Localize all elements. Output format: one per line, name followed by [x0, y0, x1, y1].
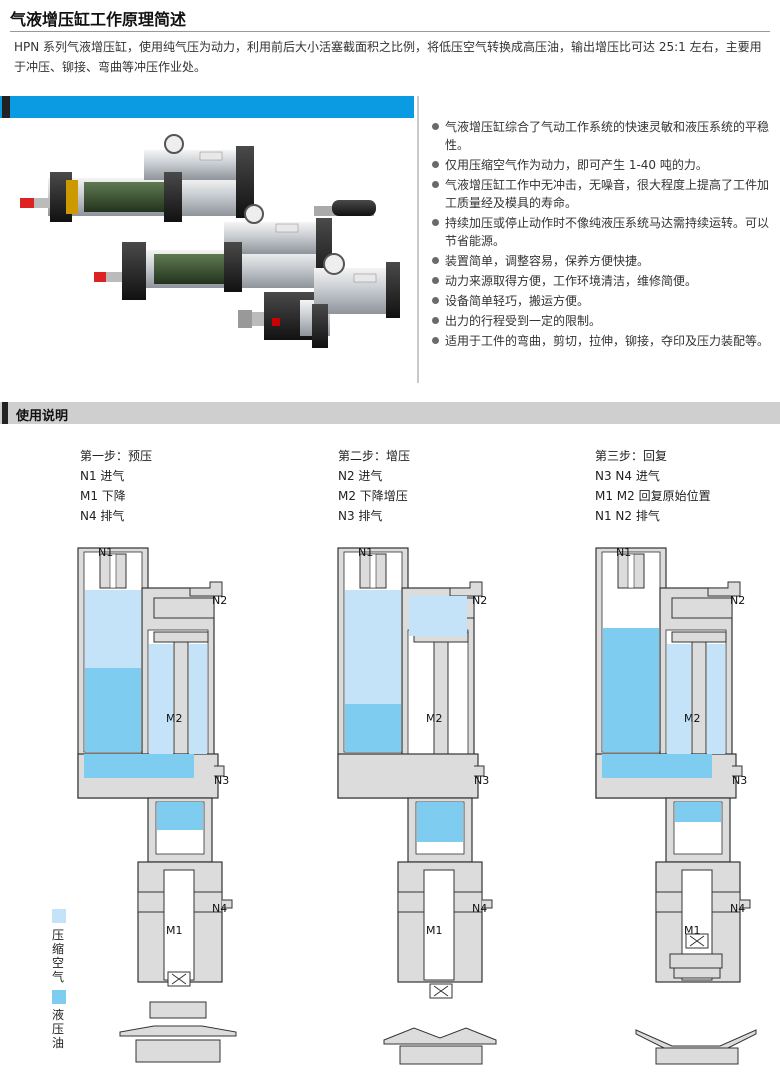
feature-text: 装置简单，调整容易，保养方便快捷。 [445, 254, 650, 268]
feature-item: 气液增压缸工作中无冲击，无噪音，很大程度上提高了工件加工质量经及模具的寿命。 [432, 176, 772, 212]
page-title: 气液增压缸工作原理简述 [10, 10, 187, 29]
feature-item: 动力来源取得方便，工作环境清洁，维修简便。 [432, 272, 772, 290]
feature-item: 装置简单，调整容易，保养方便快捷。 [432, 252, 772, 270]
step-1-title: 第一步：预压 [80, 449, 153, 463]
diagram-step-3: N1 N2 M2 N3 N4 M1 [595, 546, 757, 1065]
section-title: 使用说明 [16, 409, 69, 424]
port-label-m1: M1 [166, 924, 183, 937]
port-label-n4: N4 [472, 902, 487, 915]
feature-item: 设备简单轻巧，搬运方便。 [432, 292, 772, 310]
air-zone-reservoir [85, 590, 141, 668]
bullet-icon [432, 257, 439, 264]
legend-label-oil: 液压油 [52, 1008, 65, 1050]
step-3-line-3: N1 N2 排气 [595, 509, 660, 523]
step-2-title: 第二步：增压 [338, 449, 411, 463]
step-1-block: 第一步：预压 N1 进气 M1 下降 N4 排气 [80, 446, 152, 526]
port-label-m1: M1 [426, 924, 443, 937]
step-3-line-2: M1 M2 回复原始位置 [595, 489, 711, 503]
step-1-line-2: M1 下降 [80, 489, 126, 503]
step-3-block: 第三步：回复 N3 N4 进气 M1 M2 回复原始位置 N1 N2 排气 [595, 446, 711, 526]
feature-item: 适用于工件的弯曲，剪切，拉伸，铆接，夺印及压力装配等。 [432, 332, 772, 350]
port-label-n2: N2 [472, 594, 487, 607]
bullet-icon [432, 219, 439, 226]
port-label-m2: M2 [166, 712, 183, 725]
port-label-m2: M2 [684, 712, 701, 725]
feature-text: 持续加压或停止动作时不像纯液压系统马达需持续运转。可以节省能源。 [445, 216, 770, 248]
feature-text: 适用于工件的弯曲，剪切，拉伸，铆接，夺印及压力装配等。 [445, 334, 770, 348]
vertical-divider [417, 96, 419, 383]
diagram-step-1: N1 N2 M2 N3 N4 M1 [77, 546, 237, 1063]
feature-list: 气液增压缸综合了气动工作系统的快速灵敏和液压系统的平稳性。 仅用压缩空气作为动力… [432, 118, 772, 352]
port-label-n3: N3 [474, 774, 489, 787]
port-label-n1: N1 [98, 546, 113, 559]
port-label-n1: N1 [616, 546, 631, 559]
oil-manifold [84, 754, 194, 778]
section-bar-tab [2, 402, 8, 424]
port-label-n4: N4 [730, 902, 745, 915]
feature-text: 气液增压缸综合了气动工作系统的快速灵敏和液压系统的平稳性。 [445, 120, 770, 152]
step-3-line-1: N3 N4 进气 [595, 469, 660, 483]
feature-item: 持续加压或停止动作时不像纯液压系统马达需持续运转。可以节省能源。 [432, 214, 772, 250]
step-2-block: 第二步：增压 N2 进气 M2 下降增压 N3 排气 [338, 446, 410, 526]
legend-label-air: 压缩空气 [52, 928, 65, 984]
feature-text: 气液增压缸工作中无冲击，无噪音，很大程度上提高了工件加工质量经及模具的寿命。 [445, 178, 770, 210]
port-label-n3: N3 [214, 774, 229, 787]
step-2-line-3: N3 排气 [338, 509, 383, 523]
port-label-n4: N4 [212, 902, 227, 915]
bullet-icon [432, 161, 439, 168]
step-1-line-3: N4 排气 [80, 509, 125, 523]
step-1-line-1: N1 进气 [80, 469, 125, 483]
port-label-m2: M2 [426, 712, 443, 725]
cylinder-unit-1 [20, 134, 254, 222]
header-bar-tab [2, 96, 10, 118]
title-divider [10, 31, 770, 32]
feature-item: 气液增压缸综合了气动工作系统的快速灵敏和液压系统的平稳性。 [432, 118, 772, 154]
bullet-icon [432, 277, 439, 284]
bullet-icon [432, 123, 439, 130]
product-photo [20, 134, 400, 348]
bullet-icon [432, 181, 439, 188]
blue-header-bar [0, 96, 414, 118]
feature-text: 出力的行程受到一定的限制。 [445, 314, 602, 328]
diagram-step-2: N1 N2 M2 N3 N4 M1 [337, 546, 497, 1065]
step-2-line-1: N2 进气 [338, 469, 383, 483]
legend-swatch-oil [52, 990, 66, 1004]
cylinder-diagrams: N1 N2 M2 N3 N4 M1 N1 N2 M2 N3 N4 M1 [77, 546, 757, 1065]
feature-text: 仅用压缩空气作为动力，即可产生 1-40 吨的力。 [445, 158, 708, 172]
port-label-n2: N2 [730, 594, 745, 607]
feature-item: 仅用压缩空气作为动力，即可产生 1-40 吨的力。 [432, 156, 772, 174]
bullet-icon [432, 297, 439, 304]
bullet-icon [432, 317, 439, 324]
port-label-n2: N2 [212, 594, 227, 607]
section-bar [0, 402, 780, 424]
port-label-n3: N3 [732, 774, 747, 787]
bullet-icon [432, 337, 439, 344]
cylinder-unit-3 [238, 253, 400, 348]
port-label-m1: M1 [684, 924, 701, 937]
step-3-title: 第三步：回复 [595, 449, 668, 463]
oil-level-reservoir [85, 668, 141, 752]
step-2-line-2: M2 下降增压 [338, 489, 408, 503]
port-label-n1: N1 [358, 546, 373, 559]
feature-text: 设备简单轻巧，搬运方便。 [445, 294, 590, 308]
feature-text: 动力来源取得方便，工作环境清洁，维修简便。 [445, 274, 698, 288]
intro-paragraph: HPN 系列气液增压缸，使用纯气压为动力，利用前后大小活塞截面积之比例，将低压空… [14, 40, 762, 74]
feature-item: 出力的行程受到一定的限制。 [432, 312, 772, 330]
legend-swatch-air [52, 909, 66, 923]
